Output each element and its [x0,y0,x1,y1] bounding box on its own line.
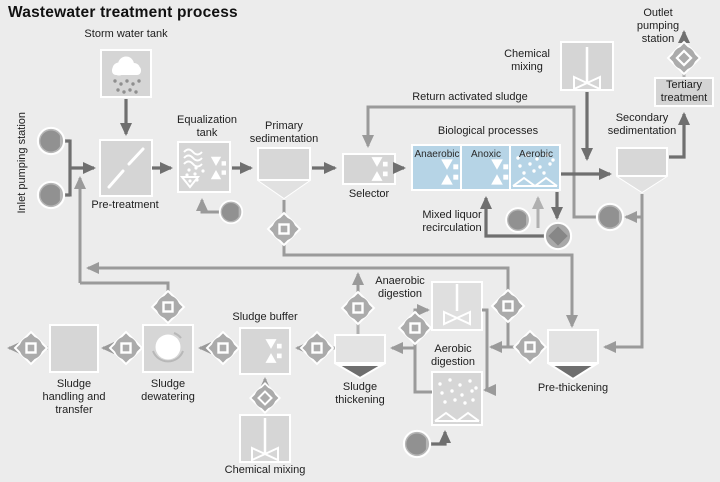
centrifuge-icon [155,334,181,360]
equalization-pump-icon [218,199,244,225]
label-storm-water-tank: Storm water tank [84,28,168,40]
tank-storm-water [100,49,152,98]
buffer-feed-pump-icon [299,330,335,366]
tank-sludge-thickening [334,334,386,380]
hopper-icon [179,176,201,189]
prethickening-supernatant-pump-icon [490,288,526,324]
rain-cloud-icon [112,56,141,94]
tank-selector [342,153,396,185]
label-sludge-dewatering: Sludge dewatering [141,378,195,403]
label-zone-anoxic: Anoxic [470,149,502,160]
box-tertiary-treatment [654,77,714,107]
thickening-supernatant-pump-icon [340,290,376,326]
label-sludge-handling-transfer: Sludge handling and transfer [42,378,106,416]
pipe-equalization-pump [196,198,219,214]
pipe-primary-sludge-b [282,242,578,328]
outlet-pump-icon [666,40,702,76]
label-aerobic-digestion: Aerobic digestion [430,343,476,368]
pipe-mixed-liquor-recirculation [480,196,545,238]
pipe-secondary-underflow [603,194,644,353]
digester-loop-pump-icon [397,310,433,346]
unit-sludge-dewatering [142,324,194,373]
tank-sludge-buffer [239,327,291,375]
tank-biological-aerobic [509,144,561,191]
label-zone-anaerobic: Anaerobic [414,149,460,160]
buffer-out-pump-icon [205,330,241,366]
tank-aerobic-digestion [431,371,483,426]
pipe-reject-water [86,262,510,293]
pipe-digester-loop-right [482,308,496,396]
label-pre-thickening: Pre-thickening [537,382,609,394]
diffuser-icon [434,411,480,423]
thickener-cone [334,364,386,380]
inlet-pump-1-icon [36,126,66,156]
tank-secondary-sedimentation [616,147,668,194]
label-anaerobic-digestion: Anaerobic digestion [375,275,425,300]
label-equalization-tank: Equalization tank [177,114,237,139]
label-chemical-mixing-bottom: Chemical mixing [224,464,306,476]
bubbles-icon [185,166,205,183]
label-mixed-liquor-recirculation: Mixed liquor recirculation [422,209,482,234]
tank-pre-thickening [547,329,599,381]
label-secondary-sedimentation: Secondary sedimentation [607,112,677,137]
label-tertiary-treatment: Tertiary treatment [660,79,708,104]
aeration-bubbles-icon [516,153,555,175]
page-title: Wastewater treatment process [8,4,238,21]
tank-equalization [177,141,231,193]
tank-primary-sedimentation [257,147,311,200]
diffuser-icon [512,176,558,188]
label-pre-treatment: Pre-treatment [91,199,159,211]
tank-chemical-mixing-top [560,41,614,91]
pipe-dewatering-reject-run [80,281,170,294]
chemical-dosing-pump-icon [249,382,281,414]
label-primary-sedimentation: Primary sedimentation [249,120,319,145]
recirculation-pump-1-icon [505,207,531,233]
inlet-pump-2-icon [36,180,66,210]
label-sludge-thickening: Sludge thickening [335,381,385,406]
label-return-activated-sludge: Return activated sludge [412,91,528,103]
label-zone-aerobic: Aerobic [519,149,553,160]
pipe-return-activated-sludge [362,105,597,219]
thickener-cone [547,364,599,381]
handling-out-pump-icon [13,330,49,366]
unit-sludge-handling [49,324,99,373]
tank-chemical-mixing-bottom [239,414,291,463]
label-selector: Selector [348,188,390,200]
label-outlet-pumping-station: Outlet pumping station [636,7,680,45]
label-biological-processes: Biological processes [437,125,539,137]
recirculation-pump-2-icon [543,221,573,251]
tank-pre-treatment [99,139,153,197]
dewatering-feed-pump-icon [150,289,186,325]
label-inlet-pumping-station: Inlet pumping station [16,112,28,214]
prethickening-out-pump-icon [512,329,548,365]
dewatering-out-pump-icon [108,330,144,366]
waves-icon [183,148,203,168]
digester-air-pump-icon [402,429,432,459]
screen-icon [107,147,145,189]
stirrer-icon [443,310,471,326]
pipe-digester-loop-left-a [413,341,432,394]
pipe-secondary-to-tertiary [669,112,690,159]
tank-biological-anaerobic [411,144,462,191]
tank-anaerobic-digestion [431,281,483,331]
pipe-digester-air [431,430,451,446]
label-chemical-mixing-top: Chemical mixing [504,48,550,73]
ras-pump-icon [595,202,625,232]
primary-sludge-pump-icon [266,211,302,247]
label-sludge-buffer: Sludge buffer [232,311,298,323]
aeration-bubbles-icon [438,378,478,405]
